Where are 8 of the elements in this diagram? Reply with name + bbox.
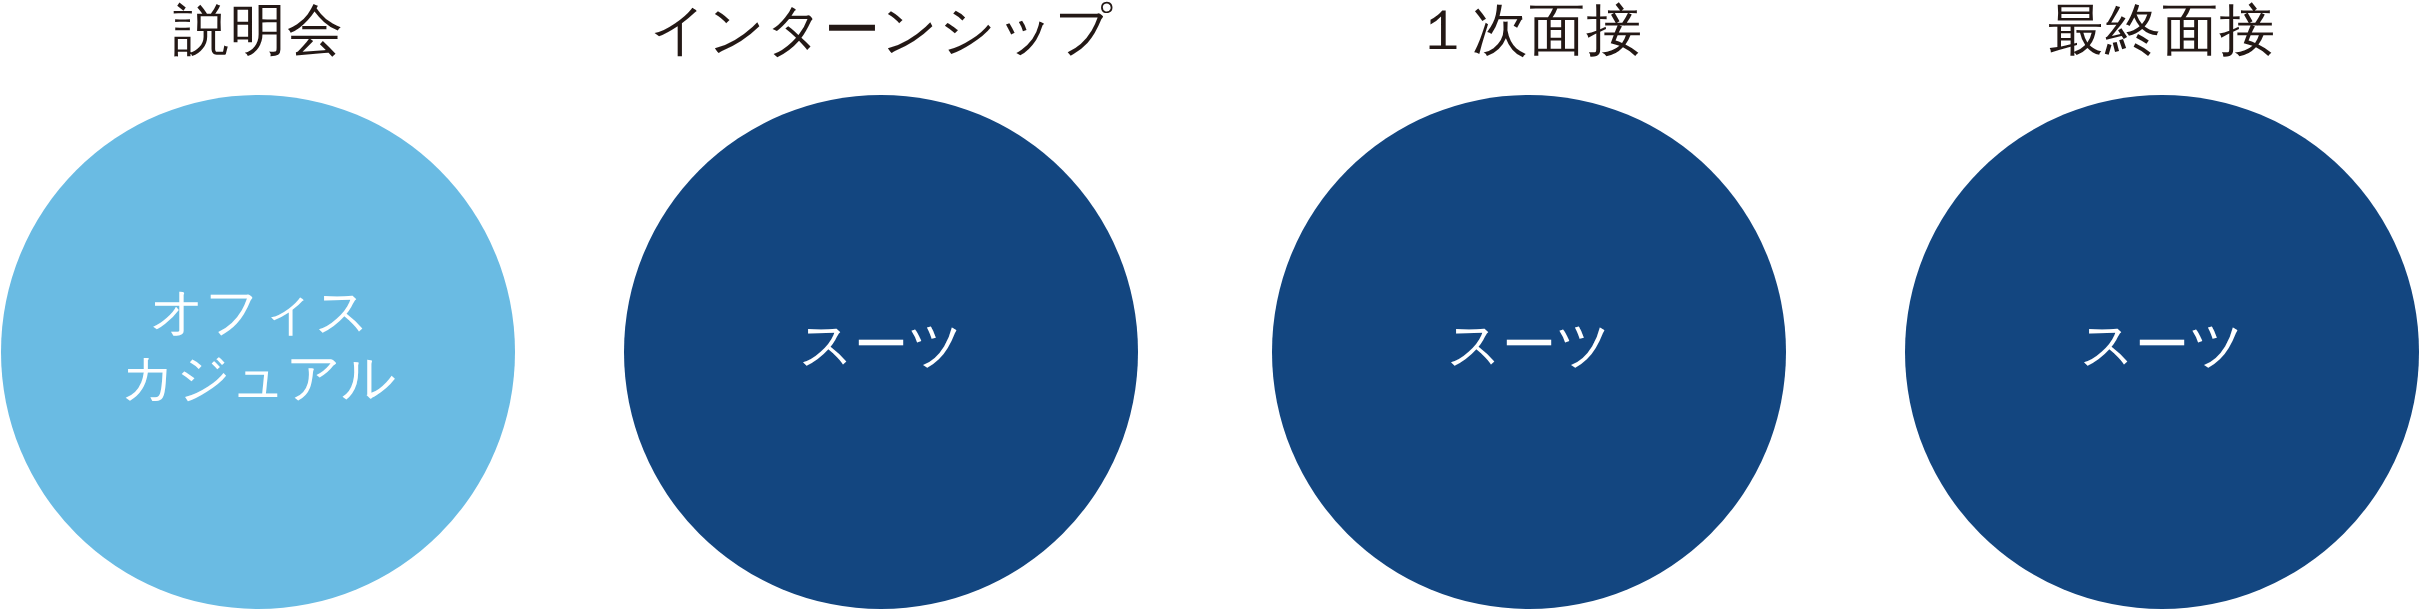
dress-code-text: オフィスカジュアル bbox=[119, 279, 397, 411]
dress-code-text: スーツ bbox=[1447, 312, 1611, 378]
stage-heading: 説明会 bbox=[172, 0, 344, 60]
dress-code-text: スーツ bbox=[2080, 312, 2244, 378]
stage-heading: 最終面接 bbox=[2048, 0, 2276, 60]
stage-heading: インターンシップ bbox=[649, 0, 1113, 60]
stage-heading: １次面接 bbox=[1415, 0, 1643, 60]
dress-code-text: スーツ bbox=[799, 312, 963, 378]
